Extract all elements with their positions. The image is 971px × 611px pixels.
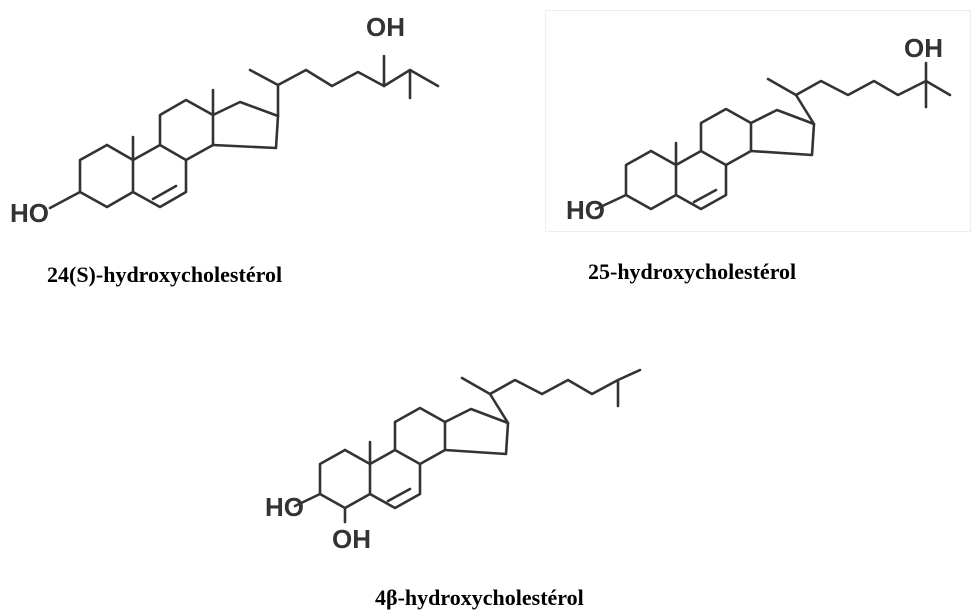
- bond-lines: [594, 61, 952, 211]
- ring-d-bonds: [749, 108, 816, 157]
- methyl-c20: [460, 376, 492, 396]
- bond-lines: [293, 368, 642, 524]
- ring-b-bonds: [368, 448, 422, 510]
- caption-25-hydroxycholesterol: 25-hydroxycholestérol: [588, 259, 797, 284]
- structure-25-hydroxycholesterol: HO OH: [566, 33, 952, 225]
- bond-lines: [48, 54, 440, 210]
- ring-b-bonds: [131, 143, 188, 209]
- ring-d-bonds: [211, 100, 280, 150]
- ring-a-bonds: [624, 149, 678, 211]
- atom-label-oh: OH: [332, 524, 371, 554]
- ho-bond: [293, 492, 322, 508]
- caption-4beta-hydroxycholesterol: 4β-hydroxycholestérol: [375, 585, 584, 610]
- double-bond: [386, 487, 412, 503]
- structure-24s-hydroxycholesterol: HO OH: [10, 12, 440, 228]
- atom-label-ho: HO: [10, 198, 49, 228]
- atom-label-ho: HO: [566, 195, 605, 225]
- ho-bond: [594, 193, 628, 211]
- atom-label-oh: OH: [366, 12, 405, 42]
- side-chain-bonds: [794, 79, 928, 126]
- structure-4beta-hydroxycholesterol: HO OH: [265, 368, 642, 554]
- ring-b-bonds: [674, 149, 728, 211]
- ho-bond: [48, 190, 82, 210]
- caption-24s-hydroxycholesterol: 24(S)-hydroxycholestérol: [47, 262, 283, 287]
- molecule-24s-hydroxycholesterol: HO OH: [0, 0, 470, 240]
- ring-a-bonds: [78, 143, 135, 209]
- ring-c-bonds: [393, 406, 447, 466]
- molecule-25-hydroxycholesterol: HO OH: [545, 10, 971, 232]
- double-bond: [692, 188, 718, 204]
- methyl-c20: [248, 68, 280, 87]
- ring-a-bonds: [318, 448, 372, 510]
- ring-c-bonds: [158, 98, 215, 162]
- side-chain-bonds: [276, 54, 386, 118]
- double-bond: [151, 184, 178, 201]
- side-chain-bonds: [488, 368, 642, 425]
- atom-label-oh: OH: [904, 33, 943, 63]
- c25-methyl-right: [924, 79, 952, 97]
- molecule-4beta-hydroxycholesterol: HO OH: [240, 360, 670, 560]
- ring-c-bonds: [699, 107, 753, 167]
- methyl-c20: [766, 77, 798, 97]
- atom-label-ho: HO: [265, 492, 304, 522]
- ring-d-bonds: [443, 407, 510, 456]
